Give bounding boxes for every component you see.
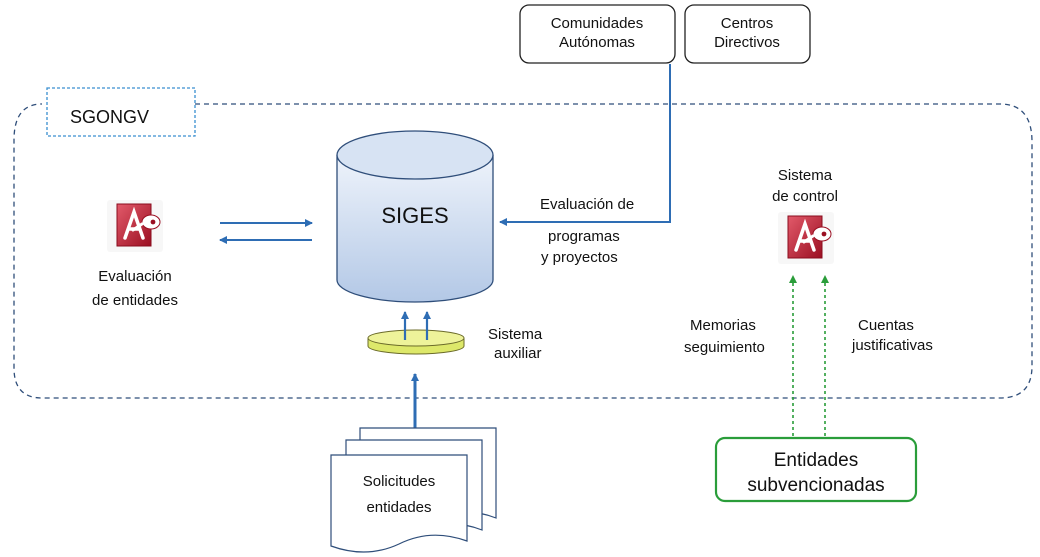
de-entidades-label: de entidades <box>92 292 178 309</box>
auxiliar-label: auxiliar <box>494 345 542 362</box>
centros-directivos-box: Centros Directivos <box>684 4 811 64</box>
entidades-label: entidades <box>366 499 431 516</box>
de-control-label: de control <box>772 188 838 205</box>
entidades-subvencionadas-line2: subvencionadas <box>747 475 884 496</box>
centros-label: Centros <box>721 15 774 32</box>
evaluacion-de-label: Evaluación de <box>540 196 634 213</box>
justificativas-label: justificativas <box>851 337 933 354</box>
memorias-label: Memorias <box>690 317 756 334</box>
auxiliary-system-disc <box>367 329 465 355</box>
autonomas-label: Autónomas <box>559 34 635 51</box>
comunidades-label: Comunidades <box>551 15 644 32</box>
solicitudes-label: Solicitudes <box>363 473 436 490</box>
top-boxes-to-siges-arrow <box>499 64 671 226</box>
sgongv-label-box: SGONGV <box>46 87 196 137</box>
entidades-subvencionadas-box: Entidades subvencionadas <box>714 436 918 503</box>
sgongv-title: SGONGV <box>70 107 149 127</box>
sistema-auxiliar-label: Sistema <box>488 326 543 343</box>
access-icon <box>778 212 834 264</box>
y-proyectos-label: y proyectos <box>541 249 618 266</box>
siges-label: SIGES <box>381 203 448 228</box>
directivos-label: Directivos <box>714 34 780 51</box>
programas-label: programas <box>548 228 620 245</box>
sgongv-boundary <box>13 103 1033 399</box>
siges-database: SIGES <box>336 130 494 303</box>
cuentas-label: Cuentas <box>858 317 914 334</box>
sistema-label: Sistema <box>778 167 833 184</box>
comunidades-autonomas-box: Comunidades Autónomas <box>519 4 676 64</box>
seguimiento-label: seguimiento <box>684 339 765 356</box>
requests-document-stack <box>330 427 497 553</box>
access-icon <box>107 200 163 252</box>
evaluacion-label: Evaluación <box>98 268 171 285</box>
entidades-subvencionadas-line1: Entidades <box>774 450 859 471</box>
